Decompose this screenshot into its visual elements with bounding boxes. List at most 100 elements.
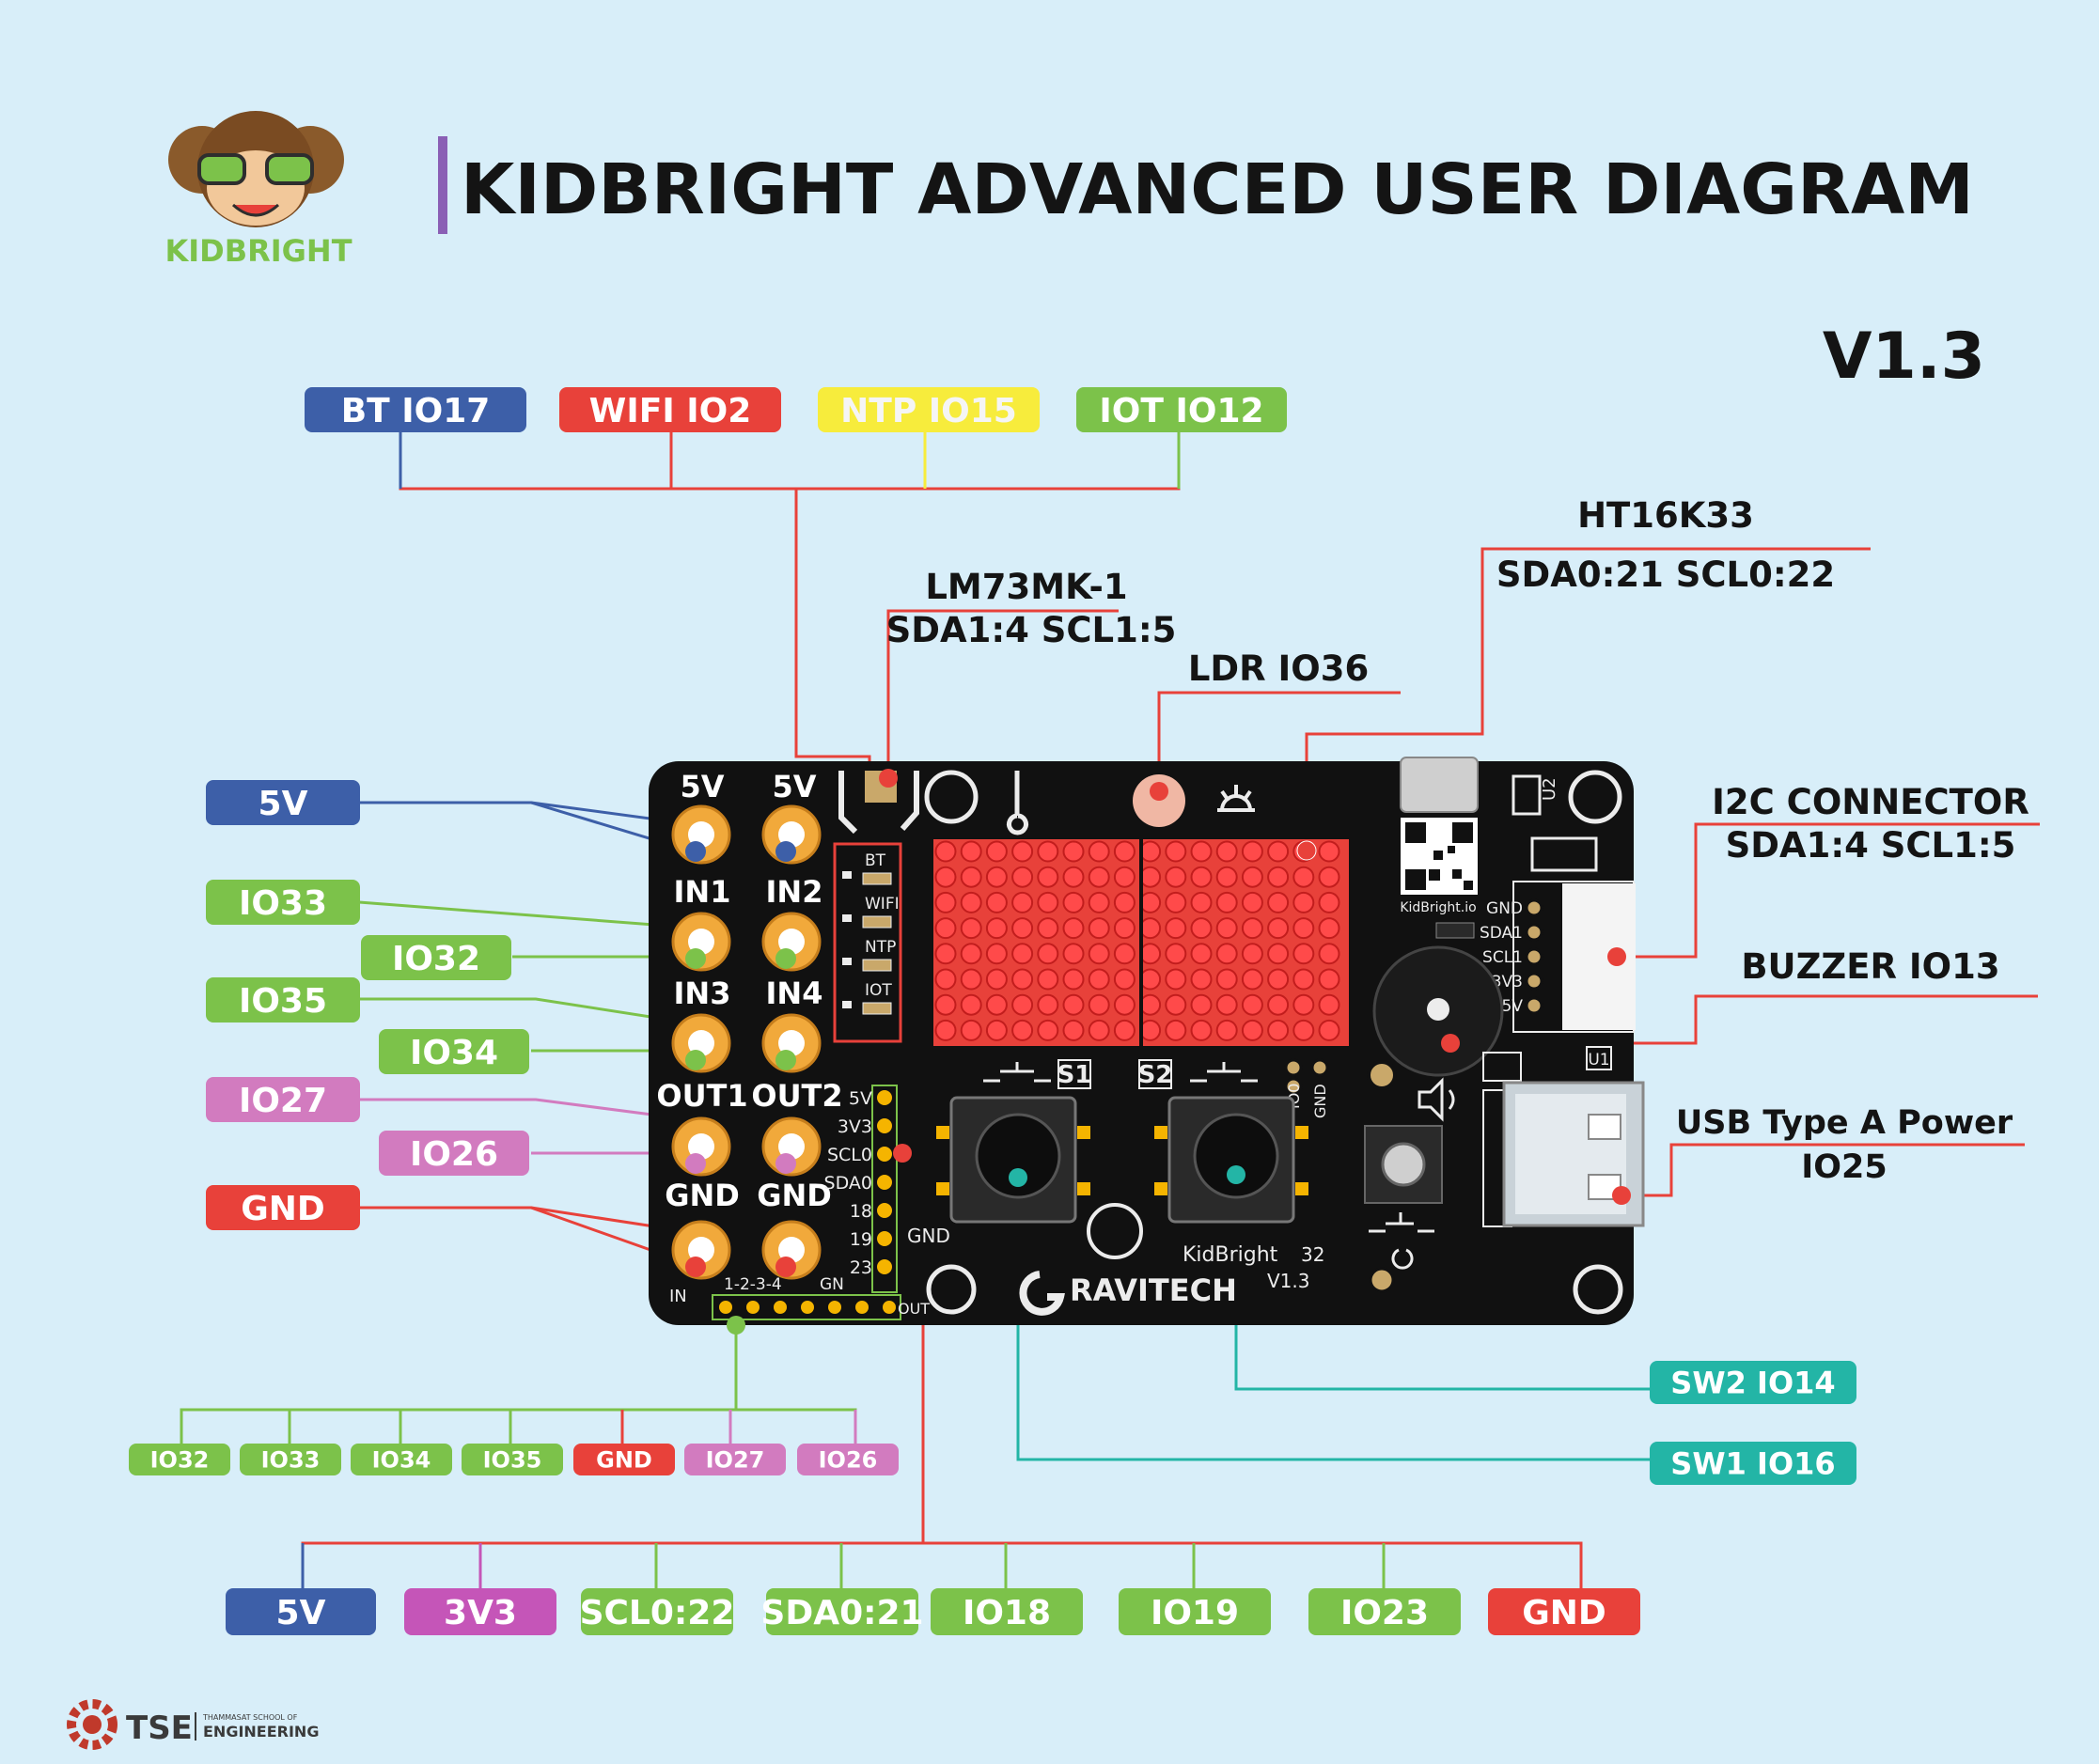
bus-tag-bg <box>404 1588 556 1635</box>
header-tag-label: IO35 <box>483 1447 542 1474</box>
bottom-header <box>712 1294 901 1320</box>
gnd-side-label: GND <box>907 1225 950 1247</box>
matrix-led <box>1267 866 1290 888</box>
usb-symbol-icon <box>1482 1052 1522 1082</box>
top-tag: BT IO17 <box>305 387 526 432</box>
pad-hole <box>688 1030 714 1056</box>
status-led <box>862 959 892 972</box>
callout-dot <box>685 948 706 969</box>
switch-symbol-icon <box>983 1062 1051 1083</box>
switch-symbol-icon <box>1190 1062 1258 1083</box>
matrix-led <box>1292 993 1315 1016</box>
bottom-header-out: OUT <box>898 1300 930 1318</box>
left-tag: IO34 <box>379 1029 529 1074</box>
top-tag-label: BT IO17 <box>341 392 491 430</box>
matrix-led <box>985 1019 1008 1041</box>
left-tag: IO32 <box>361 935 511 980</box>
matrix-led <box>1113 968 1136 991</box>
top-tag-bg <box>305 387 526 432</box>
i2c-pins: SDA1:4 SCL1:5 <box>1726 825 2016 866</box>
silkscreen-mark <box>900 771 919 831</box>
header-tag-label: IO32 <box>150 1447 210 1474</box>
matrix-led <box>1267 993 1290 1016</box>
status-led-box <box>833 842 902 1043</box>
gravitech-brand: RAVITECH KidBright 32 V1.3 <box>1019 1203 1324 1316</box>
matrix-led <box>1062 943 1085 965</box>
glasses-left-icon <box>197 153 246 185</box>
bus-tag: 5V <box>226 1588 376 1635</box>
logo-wordmark: KIDBRIGHT <box>164 233 352 269</box>
bus-tag-label: IO23 <box>1340 1594 1429 1632</box>
matrix-led <box>1062 1019 1085 1041</box>
bus-tag-label: GND <box>1522 1594 1606 1632</box>
header-pin <box>744 1299 761 1316</box>
led-label: WIFI <box>865 895 900 913</box>
model-version: V1.3 <box>1267 1270 1310 1292</box>
matrix-led <box>1318 840 1340 863</box>
monkey-mouth-icon <box>231 203 280 217</box>
callout-dot <box>775 948 796 969</box>
matrix-led <box>1165 1019 1187 1041</box>
mounting-hole-icon <box>1568 770 1622 824</box>
usb-name: USB Type A Power <box>1676 1104 2013 1142</box>
bus-tag-label: 5V <box>276 1594 326 1632</box>
matrix-led <box>1165 840 1187 863</box>
matrix-led <box>934 866 957 888</box>
matrix-led <box>1113 1019 1136 1041</box>
callout-dot <box>1150 782 1168 801</box>
header-pin-label: SCL0 <box>827 1145 872 1165</box>
matrix-led <box>1190 943 1213 965</box>
matrix-led <box>1037 866 1059 888</box>
left-tag-bg <box>206 977 360 1022</box>
matrix-led <box>1190 866 1213 888</box>
brand-label: RAVITECH <box>1070 1272 1237 1308</box>
pad-label: 5V <box>772 769 816 804</box>
bus-tag-label: 3V3 <box>444 1594 517 1632</box>
matrix-led <box>934 993 957 1016</box>
matrix-led <box>1139 943 1162 965</box>
bus-tag: GND <box>1488 1588 1640 1635</box>
matrix-led <box>1318 891 1340 913</box>
matrix-led <box>1267 917 1290 940</box>
matrix-led <box>1139 993 1162 1016</box>
left-tag: IO33 <box>206 880 360 925</box>
callout-dot <box>775 1050 796 1070</box>
matrix-led <box>1241 968 1263 991</box>
header-pin <box>875 1116 894 1135</box>
matrix-led <box>1318 968 1340 991</box>
left-tag-bg <box>206 780 360 825</box>
status-led <box>862 872 892 885</box>
pad-label: 5V <box>680 769 724 804</box>
matrix-led <box>985 943 1008 965</box>
left-tag: IO35 <box>206 977 360 1022</box>
usb-pin: IO25 <box>1801 1148 1887 1186</box>
left-tag-bg <box>206 1185 360 1230</box>
matrix-led <box>1088 891 1110 913</box>
gear-icon <box>67 1699 117 1750</box>
matrix-led <box>1037 968 1059 991</box>
matrix-led <box>960 943 982 965</box>
pad-label: OUT2 <box>751 1078 842 1114</box>
micro-usb-port <box>1400 757 1479 813</box>
matrix-led <box>1241 917 1263 940</box>
header-pin <box>717 1299 734 1316</box>
reset-button[interactable] <box>1364 1125 1443 1204</box>
switch-tag: SW2 IO14 <box>1650 1361 1856 1404</box>
matrix-led <box>1113 840 1136 863</box>
matrix-led <box>1011 891 1034 913</box>
mounting-hole-icon <box>924 770 979 824</box>
header-tag-label: IO27 <box>706 1447 765 1474</box>
callout-dot <box>685 1153 706 1174</box>
matrix-led <box>1139 866 1162 888</box>
led-label: BT <box>865 851 886 870</box>
s1-label: S1 <box>1057 1061 1092 1089</box>
header-pin <box>826 1299 843 1316</box>
matrix-led <box>1062 840 1085 863</box>
matrix-led <box>1011 917 1034 940</box>
header-tag-bg <box>129 1444 230 1475</box>
pad-hole <box>778 821 805 848</box>
bus-tag: IO23 <box>1308 1588 1461 1635</box>
